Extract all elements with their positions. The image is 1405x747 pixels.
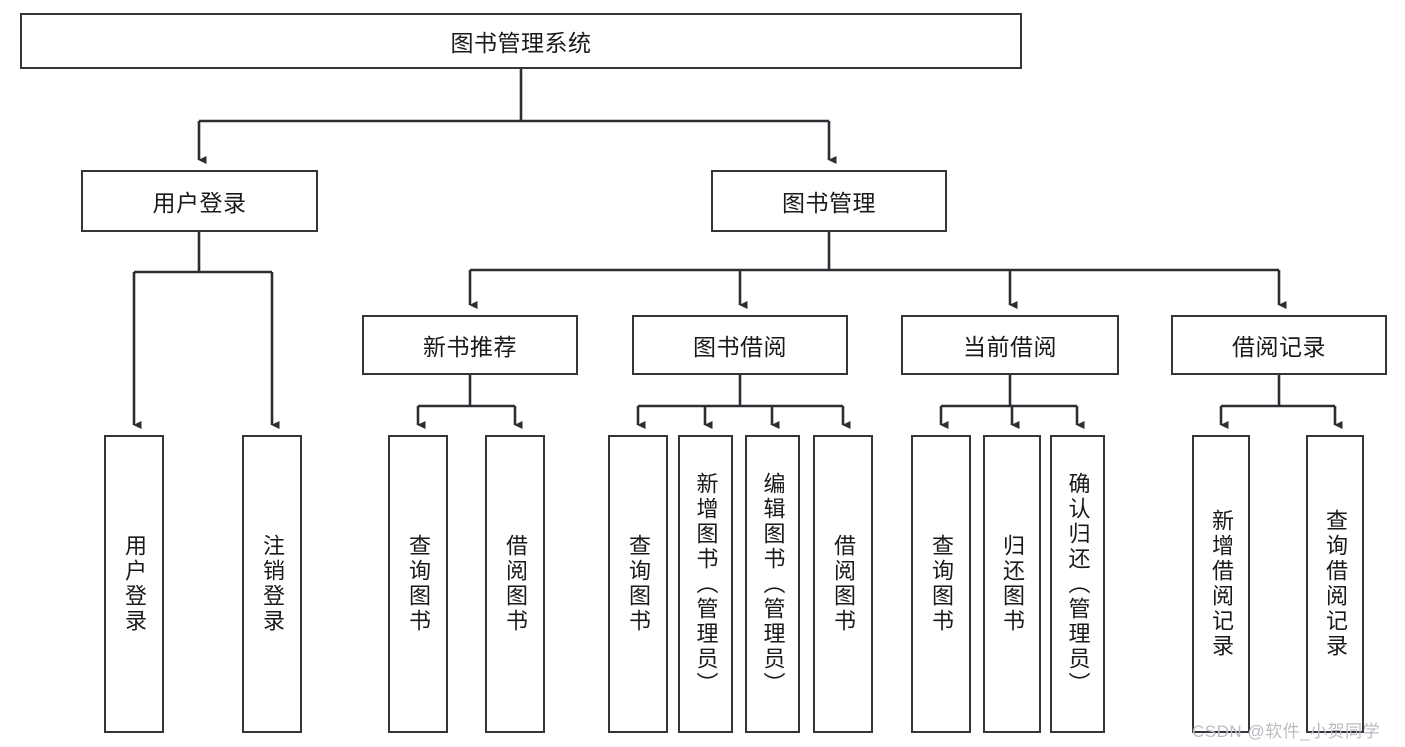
node-label: 归还图书 bbox=[1000, 534, 1025, 634]
node-label: 确认归还（管理员） bbox=[1065, 471, 1091, 697]
node-label: 用户登录 bbox=[152, 190, 247, 216]
csdn-watermark: CSDN @软件_小贺同学 bbox=[1192, 722, 1381, 741]
node-label: 新增图书（管理员） bbox=[693, 471, 719, 697]
node-root-book-management-system[interactable]: 图书管理系统 bbox=[20, 13, 1022, 69]
node-leaf-borrow-books[interactable]: 借阅图书 bbox=[813, 435, 873, 733]
node-label: 用户登录 bbox=[122, 534, 147, 634]
node-current-borrowing[interactable]: 当前借阅 bbox=[901, 315, 1119, 375]
node-label: 注销登录 bbox=[260, 534, 285, 634]
node-label: 查询图书 bbox=[626, 534, 651, 634]
node-book-management[interactable]: 图书管理 bbox=[711, 170, 947, 232]
node-leaf-query-books-current[interactable]: 查询图书 bbox=[911, 435, 971, 733]
node-user-login[interactable]: 用户登录 bbox=[81, 170, 318, 232]
node-label: 查询借阅记录 bbox=[1323, 509, 1348, 659]
node-leaf-borrow-books-recommend[interactable]: 借阅图书 bbox=[485, 435, 545, 733]
node-leaf-query-borrow-record[interactable]: 查询借阅记录 bbox=[1306, 435, 1364, 733]
node-leaf-return-books[interactable]: 归还图书 bbox=[983, 435, 1041, 733]
node-label: 新书推荐 bbox=[423, 334, 517, 360]
node-leaf-edit-book-admin[interactable]: 编辑图书（管理员） bbox=[745, 435, 800, 733]
node-label: 图书管理 bbox=[782, 190, 876, 216]
node-label: 图书管理系统 bbox=[450, 30, 592, 56]
node-leaf-logout[interactable]: 注销登录 bbox=[242, 435, 302, 733]
node-book-borrowing[interactable]: 图书借阅 bbox=[632, 315, 848, 375]
node-label: 借阅记录 bbox=[1232, 334, 1326, 360]
node-leaf-user-login[interactable]: 用户登录 bbox=[104, 435, 164, 733]
node-label: 当前借阅 bbox=[963, 334, 1057, 360]
node-leaf-query-books-borrowing[interactable]: 查询图书 bbox=[608, 435, 668, 733]
node-label: 编辑图书（管理员） bbox=[760, 471, 786, 697]
node-leaf-confirm-return-admin[interactable]: 确认归还（管理员） bbox=[1050, 435, 1105, 733]
node-label: 查询图书 bbox=[929, 534, 954, 634]
node-label: 新增借阅记录 bbox=[1209, 509, 1234, 659]
node-leaf-add-book-admin[interactable]: 新增图书（管理员） bbox=[678, 435, 733, 733]
node-leaf-add-borrow-record[interactable]: 新增借阅记录 bbox=[1192, 435, 1250, 733]
node-label: 借阅图书 bbox=[831, 534, 856, 634]
node-borrowing-records[interactable]: 借阅记录 bbox=[1171, 315, 1387, 375]
node-label: 查询图书 bbox=[406, 534, 431, 634]
node-leaf-query-books-recommend[interactable]: 查询图书 bbox=[388, 435, 448, 733]
node-new-book-recommendation[interactable]: 新书推荐 bbox=[362, 315, 578, 375]
node-label: 借阅图书 bbox=[503, 534, 528, 634]
node-label: 图书借阅 bbox=[693, 334, 787, 360]
